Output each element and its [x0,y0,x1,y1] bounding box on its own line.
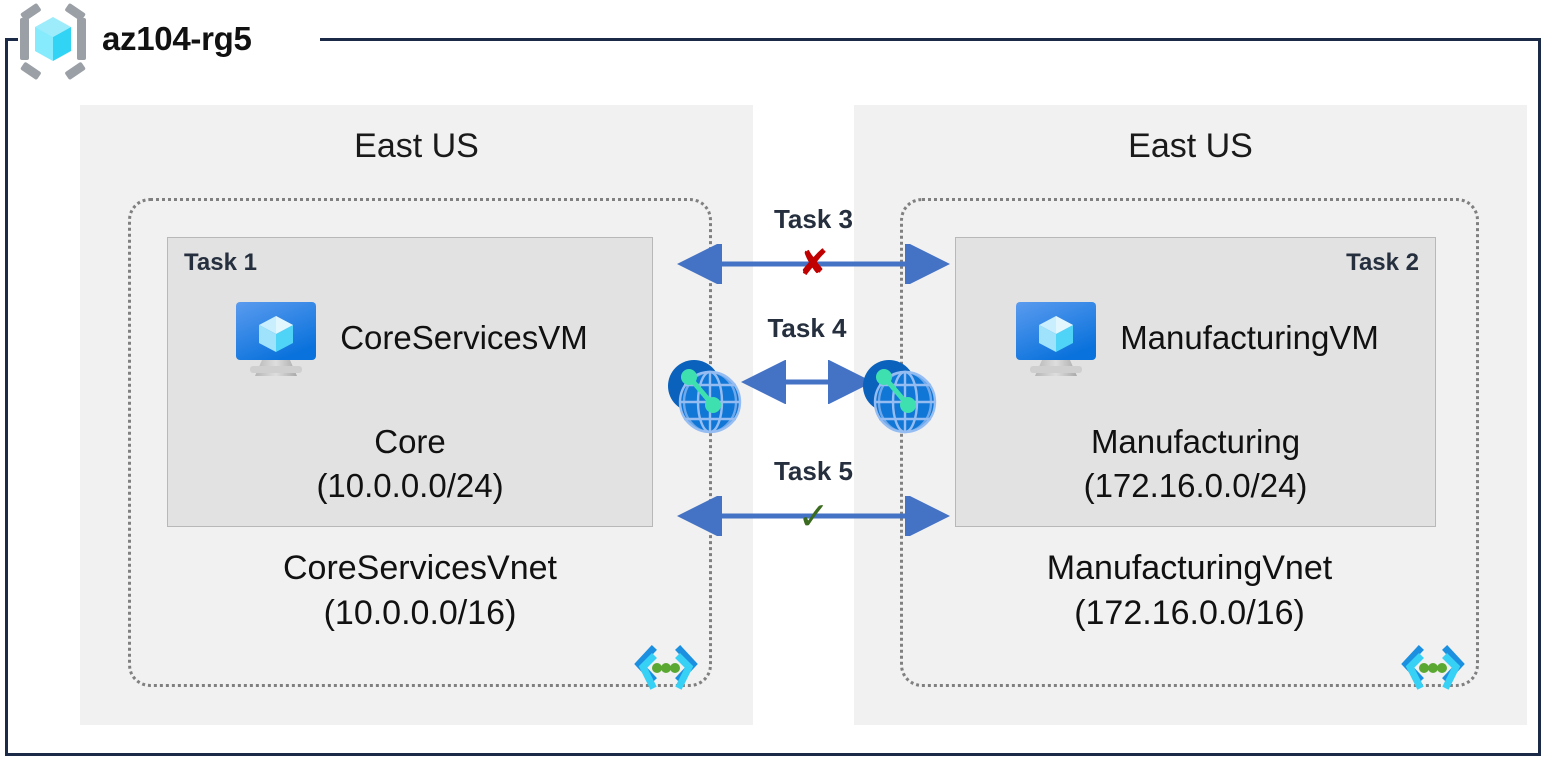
vnet-label-coreservices: CoreServicesVnet (10.0.0.0/16) [131,546,709,636]
virtual-network-icon [634,645,698,690]
region-label-right: East US [1128,127,1253,165]
connector-label-task-5: Task 5 [773,456,853,486]
virtual-machine-icon [1016,302,1097,376]
virtual-network-icon [1401,645,1465,690]
vm-row-manufacturing: ManufacturingVM [956,294,1435,382]
resource-group-frame [5,38,1541,756]
vnet-range-manufacturing: (172.16.0.0/16) [1074,594,1305,632]
subnet-range-manufacturing: (172.16.0.0/24) [1083,467,1308,504]
subnet-range-core: (10.0.0.0/24) [316,467,504,504]
resource-group-frame-top-left [5,38,19,41]
task-badge-1: Task 1 [184,249,257,276]
double-headed-arrow-icon [677,244,950,284]
resource-group-cube-icon [18,2,88,81]
resource-group-header: az104-rg5 [18,2,260,81]
vm-name-coreservices: CoreServicesVM [340,319,588,356]
resource-group-frame-top-right [320,38,1541,41]
vnet-name-coreservices: CoreServicesVnet [282,549,557,587]
subnet-name-core: Core [374,423,446,460]
double-headed-arrow-icon [741,360,873,404]
status-mark-blocked: ✘ [798,242,829,283]
subnet-label-core: Core (10.0.0.0/24) [168,420,652,508]
vm-row-core: CoreServicesVM [168,294,652,382]
subnet-box-core: Task 1 CoreServicesVM Core (10.0.0.0/24) [167,237,653,527]
status-mark-allowed: ✓ [797,496,830,538]
virtual-network-peering-icon [863,360,937,434]
vnet-range-coreservices: (10.0.0.0/16) [323,594,517,632]
subnet-name-manufacturing: Manufacturing [1090,423,1301,460]
task-badge-2: Task 2 [1346,249,1419,276]
double-headed-arrow-icon [677,496,950,536]
virtual-network-peering-icon [668,360,742,434]
connector-label-task-3: Task 3 [773,204,853,234]
connector-label-task-4: Task 4 [767,313,847,343]
vnet-name-manufacturing: ManufacturingVnet [1046,549,1333,587]
vnet-label-manufacturing: ManufacturingVnet (172.16.0.0/16) [903,546,1476,636]
resource-group-title: az104-rg5 [102,20,252,57]
virtual-machine-icon [236,302,317,376]
vnet-boundary-manufacturing: ManufacturingVnet (172.16.0.0/16) [900,198,1479,690]
subnet-box-manufacturing: Task 2 ManufacturingVM Manufacturing (17… [955,237,1436,527]
vnet-boundary-coreservices: CoreServicesVnet (10.0.0.0/16) [128,198,712,690]
region-label-left: East US [354,127,479,165]
subnet-label-manufacturing: Manufacturing (172.16.0.0/24) [956,420,1435,508]
vm-name-manufacturing: ManufacturingVM [1120,319,1379,356]
